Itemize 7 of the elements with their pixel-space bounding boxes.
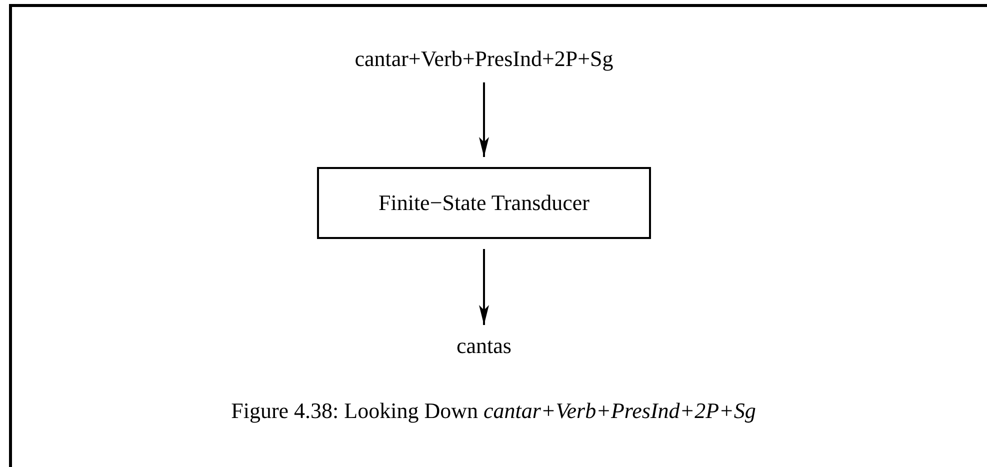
arrow (479, 82, 489, 157)
box-label: Finite−State Transducer (378, 190, 590, 216)
input-text: cantar+Verb+PresInd+2P+Sg (354, 46, 614, 72)
output-text: cantas (456, 333, 512, 360)
arrow (479, 249, 489, 325)
process-box (317, 167, 651, 239)
figure-caption: Figure 4.38: Looking Down cantar+Verb+PresInd+2P+Sg (230, 398, 757, 424)
